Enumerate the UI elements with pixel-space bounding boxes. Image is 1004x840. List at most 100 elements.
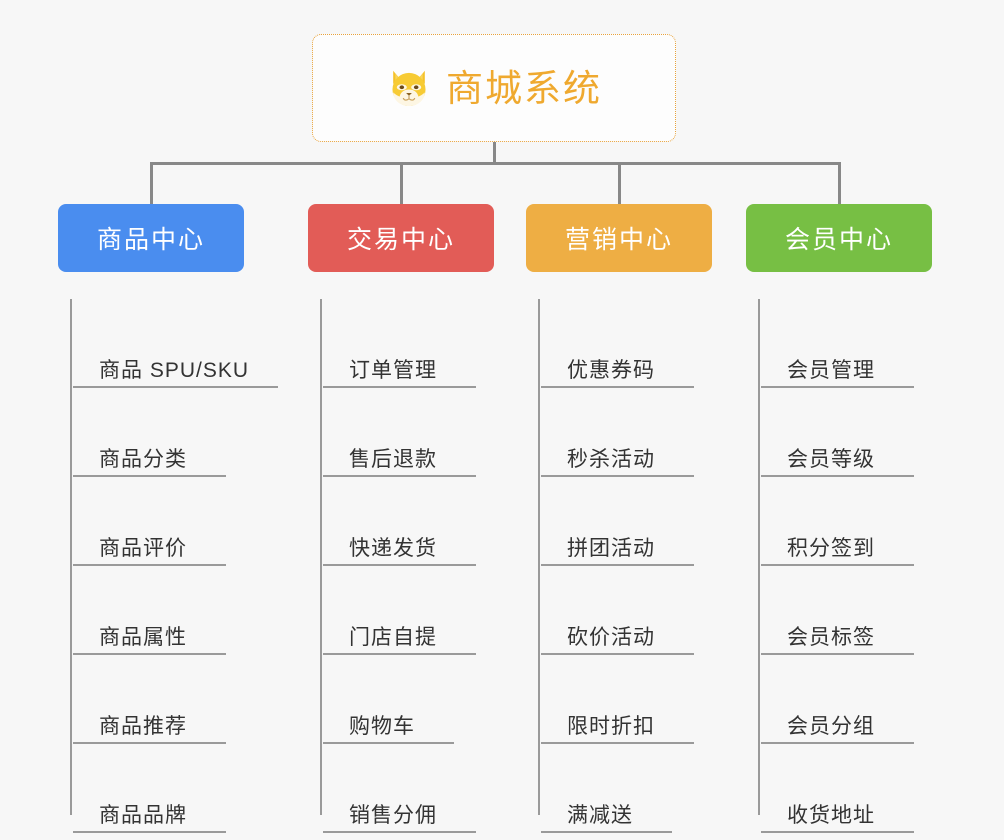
leaf-underline xyxy=(541,475,694,477)
leaf-item-label: 收货地址 xyxy=(787,803,875,827)
leaf-item[interactable]: 拼团活动 xyxy=(529,477,712,566)
leaf-item-label: 售后退款 xyxy=(349,447,437,471)
leaf-item[interactable]: 销售分佣 xyxy=(311,744,494,833)
leaf-underline xyxy=(541,386,694,388)
leaf-item-label: 会员等级 xyxy=(787,447,875,471)
root-node[interactable]: 商城系统 xyxy=(312,34,676,142)
leaf-underline xyxy=(73,831,226,833)
leaf-underline xyxy=(323,564,476,566)
leaf-item[interactable]: 快递发货 xyxy=(311,477,494,566)
leaf-underline xyxy=(541,653,694,655)
leaf-item-label: 商品 SPU/SKU xyxy=(99,358,250,382)
branch-header-3[interactable]: 营销中心 xyxy=(526,204,712,272)
leaf-item[interactable]: 会员标签 xyxy=(749,566,932,655)
leaf-item[interactable]: 商品品牌 xyxy=(61,744,244,833)
leaf-underline xyxy=(73,653,226,655)
leaf-underline xyxy=(73,386,278,388)
leaf-item[interactable]: 满减送 xyxy=(529,744,712,833)
leaf-item[interactable]: 限时折扣 xyxy=(529,655,712,744)
leaf-item[interactable]: 商品推荐 xyxy=(61,655,244,744)
connector-drop-2 xyxy=(400,162,403,205)
leaf-list-1: 商品 SPU/SKU 商品分类 商品评价 商品属性 商品推荐 商品品牌 xyxy=(58,299,278,833)
leaf-underline xyxy=(73,475,226,477)
leaf-item[interactable]: 订单管理 xyxy=(311,299,494,388)
connector-horizontal-bus xyxy=(150,162,840,165)
leaf-underline xyxy=(761,653,914,655)
leaf-underline xyxy=(73,742,226,744)
connector-drop-3 xyxy=(618,162,621,205)
branch-column-1: 商品中心 商品 SPU/SKU 商品分类 商品评价 商品属性 商品推荐 xyxy=(58,204,278,833)
leaf-item-label: 商品评价 xyxy=(99,536,187,560)
leaf-underline xyxy=(323,653,476,655)
leaf-item[interactable]: 会员管理 xyxy=(749,299,932,388)
leaf-underline xyxy=(761,831,914,833)
leaf-spine xyxy=(758,299,760,815)
leaf-underline xyxy=(323,386,476,388)
leaf-item-label: 快递发货 xyxy=(349,536,437,560)
leaf-underline xyxy=(323,831,476,833)
leaf-underline xyxy=(73,564,226,566)
branch-header-label: 商品中心 xyxy=(96,226,205,254)
leaf-item-label: 拼团活动 xyxy=(567,536,655,560)
shiba-dog-face-icon xyxy=(392,70,426,106)
branch-column-2: 交易中心 订单管理 售后退款 快递发货 门店自提 购物车 xyxy=(308,204,494,833)
leaf-item-label: 积分签到 xyxy=(787,536,875,560)
branch-header-4[interactable]: 会员中心 xyxy=(746,204,932,272)
leaf-item[interactable]: 购物车 xyxy=(311,655,494,744)
leaf-item[interactable]: 商品 SPU/SKU xyxy=(61,299,278,388)
leaf-item[interactable]: 门店自提 xyxy=(311,566,494,655)
leaf-item-label: 会员分组 xyxy=(787,714,875,738)
leaf-underline xyxy=(541,831,672,833)
leaf-item-label: 会员标签 xyxy=(787,625,875,649)
leaf-item-label: 砍价活动 xyxy=(567,625,655,649)
leaf-item-label: 秒杀活动 xyxy=(567,447,655,471)
leaf-item[interactable]: 收货地址 xyxy=(749,744,932,833)
leaf-item[interactable]: 优惠券码 xyxy=(529,299,712,388)
leaf-item-label: 会员管理 xyxy=(787,358,875,382)
branch-column-4: 会员中心 会员管理 会员等级 积分签到 会员标签 会员分组 xyxy=(746,204,932,833)
branch-header-2[interactable]: 交易中心 xyxy=(308,204,494,272)
leaf-item-label: 销售分佣 xyxy=(349,803,437,827)
leaf-underline xyxy=(761,475,914,477)
connector-drop-1 xyxy=(150,162,153,205)
leaf-spine xyxy=(538,299,540,815)
leaf-item[interactable]: 商品评价 xyxy=(61,477,244,566)
leaf-item-label: 商品品牌 xyxy=(99,803,187,827)
leaf-underline xyxy=(323,475,476,477)
leaf-item[interactable]: 积分签到 xyxy=(749,477,932,566)
leaf-item[interactable]: 秒杀活动 xyxy=(529,388,712,477)
leaf-item[interactable]: 砍价活动 xyxy=(529,566,712,655)
leaf-item[interactable]: 商品属性 xyxy=(61,566,244,655)
leaf-item[interactable]: 售后退款 xyxy=(311,388,494,477)
leaf-item[interactable]: 会员等级 xyxy=(749,388,932,477)
branch-header-label: 交易中心 xyxy=(346,226,455,254)
leaf-item[interactable]: 会员分组 xyxy=(749,655,932,744)
connector-drop-4 xyxy=(838,162,841,205)
leaf-underline xyxy=(761,742,914,744)
branch-header-1[interactable]: 商品中心 xyxy=(58,204,244,272)
branch-header-label: 营销中心 xyxy=(564,226,673,254)
leaf-spine xyxy=(70,299,72,815)
leaf-item-label: 限时折扣 xyxy=(567,714,655,738)
leaf-list-4: 会员管理 会员等级 积分签到 会员标签 会员分组 收货地址 xyxy=(746,299,932,833)
leaf-item-label: 门店自提 xyxy=(349,625,437,649)
leaf-item[interactable]: 商品分类 xyxy=(61,388,244,477)
leaf-underline xyxy=(323,742,454,744)
leaf-item-label: 商品推荐 xyxy=(99,714,187,738)
leaf-item-label: 商品属性 xyxy=(99,625,187,649)
leaf-item-label: 满减送 xyxy=(567,803,633,827)
root-title: 商城系统 xyxy=(446,67,602,109)
leaf-underline xyxy=(761,564,914,566)
leaf-item-label: 订单管理 xyxy=(349,358,437,382)
branch-column-3: 营销中心 优惠券码 秒杀活动 拼团活动 砍价活动 限时折扣 xyxy=(526,204,712,833)
leaf-item-label: 商品分类 xyxy=(99,447,187,471)
leaf-item-label: 优惠券码 xyxy=(567,358,655,382)
leaf-item-label: 购物车 xyxy=(349,714,415,738)
leaf-list-3: 优惠券码 秒杀活动 拼团活动 砍价活动 限时折扣 满减送 xyxy=(526,299,712,833)
leaf-spine xyxy=(320,299,322,815)
branch-header-label: 会员中心 xyxy=(784,226,893,254)
leaf-underline xyxy=(541,564,694,566)
leaf-underline xyxy=(761,386,914,388)
leaf-underline xyxy=(541,742,694,744)
